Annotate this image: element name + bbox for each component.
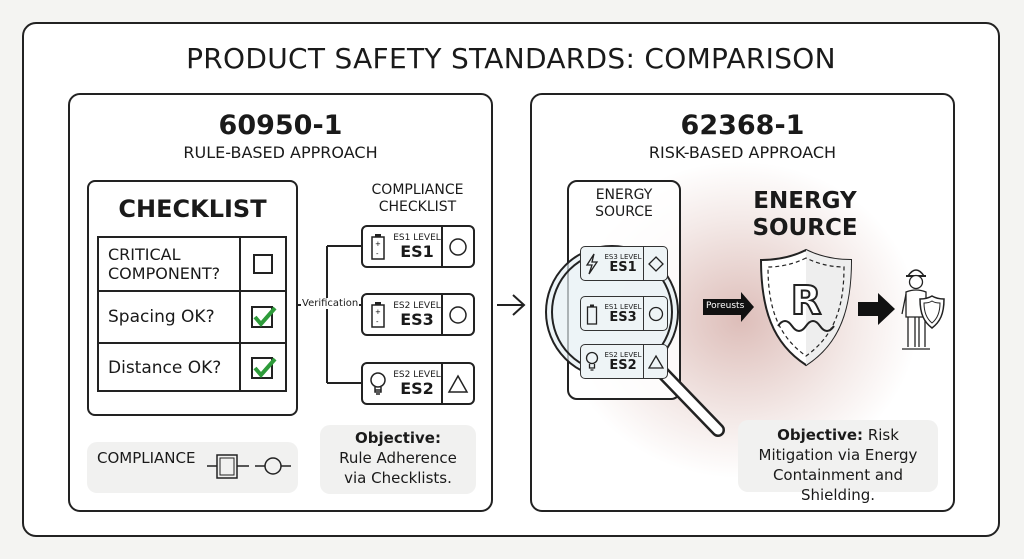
checklist-row: Spacing OK?	[99, 292, 285, 344]
checklist-card	[87, 180, 298, 416]
compliance-box	[87, 442, 298, 493]
es-code: ES3	[400, 309, 434, 329]
objective-text: Rule Adherence via Checklists.	[339, 449, 457, 487]
diamond-icon	[647, 255, 664, 272]
svg-text:+: +	[375, 240, 381, 248]
svg-text:+: +	[375, 308, 381, 316]
page-title: PRODUCT SAFETY STANDARDS: COMPARISON	[186, 42, 836, 75]
circle-icon	[449, 305, 467, 324]
approach-label: RULE-BASED APPROACH	[183, 143, 378, 162]
shield-icon: R	[759, 248, 853, 367]
svg-text:-: -	[376, 250, 379, 258]
checklist-row: Distance OK?	[99, 344, 285, 392]
arrow-right-icon	[858, 293, 895, 325]
worker-with-shield-icon	[901, 269, 945, 350]
objective-text: Risk Mitigation via Energy Containment a…	[758, 426, 918, 504]
battery-icon: +-	[371, 301, 385, 328]
circle-icon	[648, 306, 663, 321]
es-code: ES2	[400, 378, 434, 398]
left-objective-box: Objective: Rule Adherence via Checklists…	[320, 425, 476, 494]
triangle-icon	[647, 354, 664, 369]
triangle-icon	[447, 373, 469, 393]
compliance-label: COMPLIANCE	[97, 449, 196, 467]
es-level: ES2 LEVEL	[393, 369, 441, 380]
checklist-row: CRITICAL COMPONENT?	[99, 238, 285, 292]
energy-source-big-heading: ENERGY SOURCE	[745, 188, 865, 242]
es-code: ES1	[400, 241, 434, 261]
objective-label: Objective:	[355, 429, 441, 447]
es-level: ES3 LEVEL	[604, 252, 642, 261]
arrow-right-icon	[703, 292, 754, 322]
es-level: ES2 LEVEL	[393, 300, 441, 311]
battery-icon	[586, 304, 598, 325]
checklist-title: CHECKLIST	[118, 195, 267, 223]
svg-text:R: R	[791, 278, 822, 324]
es-code: ES2	[609, 357, 637, 373]
energy-source-heading: ENERGY SOURCE	[595, 187, 653, 220]
compliance-checklist-heading: COMPLIANCE CHECKLIST	[371, 182, 464, 215]
checkbox-unchecked[interactable]	[253, 254, 273, 274]
checkbox-checked-icon[interactable]	[249, 304, 277, 330]
checklist-table: CRITICAL COMPONENT? Spacing OK? Distance…	[97, 236, 287, 392]
heading-line: SOURCE	[752, 215, 858, 241]
heading-line: ENERGY	[753, 188, 857, 214]
poreusts-label: Poreusts	[706, 301, 745, 311]
row-label: Distance OK?	[99, 344, 241, 392]
right-objective-box: Objective: Risk Mitigation via Energy Co…	[738, 420, 938, 504]
svg-text:-: -	[376, 318, 379, 326]
objective-label: Objective:	[777, 426, 864, 444]
checkbox-checked-icon[interactable]	[249, 355, 277, 381]
approach-label: RISK-BASED APPROACH	[648, 143, 837, 162]
lightbulb-icon	[370, 371, 386, 395]
lightning-icon	[585, 253, 599, 274]
es-level: ES1 LEVEL	[604, 302, 642, 311]
row-label: Spacing OK?	[99, 292, 241, 342]
lightbulb-icon	[585, 351, 599, 371]
battery-icon: +-	[371, 233, 385, 260]
es-code: ES1	[609, 259, 637, 275]
standard-62368: 62368-1	[680, 110, 805, 141]
es-level: ES1 LEVEL	[393, 232, 441, 243]
verification-label: Verification	[301, 298, 360, 309]
standard-60950: 60950-1	[218, 110, 343, 141]
es-code: ES3	[609, 309, 637, 325]
circle-icon	[449, 237, 467, 256]
es-level: ES2 LEVEL	[604, 350, 642, 359]
component-symbols-icon	[207, 454, 291, 479]
row-label: CRITICAL COMPONENT?	[99, 238, 241, 290]
